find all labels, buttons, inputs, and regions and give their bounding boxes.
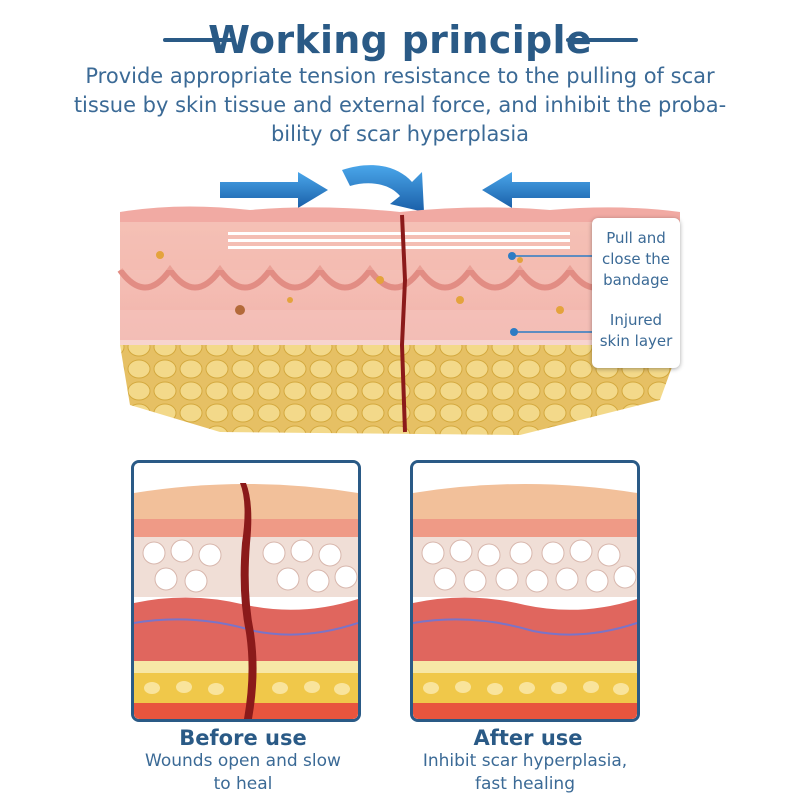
callout-pointer-top: [508, 252, 592, 260]
before-skin-illustration: [134, 463, 358, 719]
page-title: Working principle: [208, 18, 592, 62]
diagram-callout: Pull and close the bandage Injured skin …: [592, 218, 680, 368]
callout-line: close the: [601, 250, 671, 268]
subtitle: Provide appropriate tension resistance t…: [60, 62, 740, 149]
title-decor-right: [566, 38, 638, 42]
callout-bandage-label: Pull and close the bandage: [592, 228, 680, 291]
callout-line: Injured: [609, 311, 663, 329]
callout-line: Pull and: [606, 229, 666, 247]
after-use-panel: [410, 460, 640, 722]
bandage-strips: [228, 232, 570, 249]
after-skin-illustration: [413, 463, 637, 719]
desc-line: fast healing: [475, 774, 575, 794]
after-use-title: After use: [473, 726, 583, 750]
before-use-panel: [131, 460, 361, 722]
desc-line: to heal: [213, 774, 273, 794]
desc-line: Wounds open and slow: [145, 751, 341, 771]
title-decor-left: [163, 38, 235, 42]
curved-arrow-down-icon: [342, 165, 424, 212]
arrow-left-icon: [482, 172, 590, 208]
arrow-right-icon: [220, 172, 328, 208]
skin-cross-section-diagram: [117, 165, 680, 435]
subtitle-line: Provide appropriate tension resistance t…: [85, 64, 715, 88]
callout-line: skin layer: [599, 332, 673, 350]
subtitle-line: bility of scar hyperplasia: [270, 122, 530, 146]
callout-pointer-bottom: [510, 328, 592, 336]
before-use-title: Before use: [179, 726, 307, 750]
wound-incision: [399, 214, 408, 433]
before-use-desc: Wounds open and slow to heal: [103, 750, 383, 796]
after-use-desc: Inhibit scar hyperplasia, fast healing: [385, 750, 665, 796]
callout-injured-label: Injured skin layer: [592, 310, 680, 352]
callout-line: bandage: [603, 271, 669, 289]
header: Working principle: [0, 8, 800, 64]
subtitle-line: tissue by skin tissue and external force…: [73, 93, 727, 117]
desc-line: Inhibit scar hyperplasia,: [422, 751, 628, 771]
